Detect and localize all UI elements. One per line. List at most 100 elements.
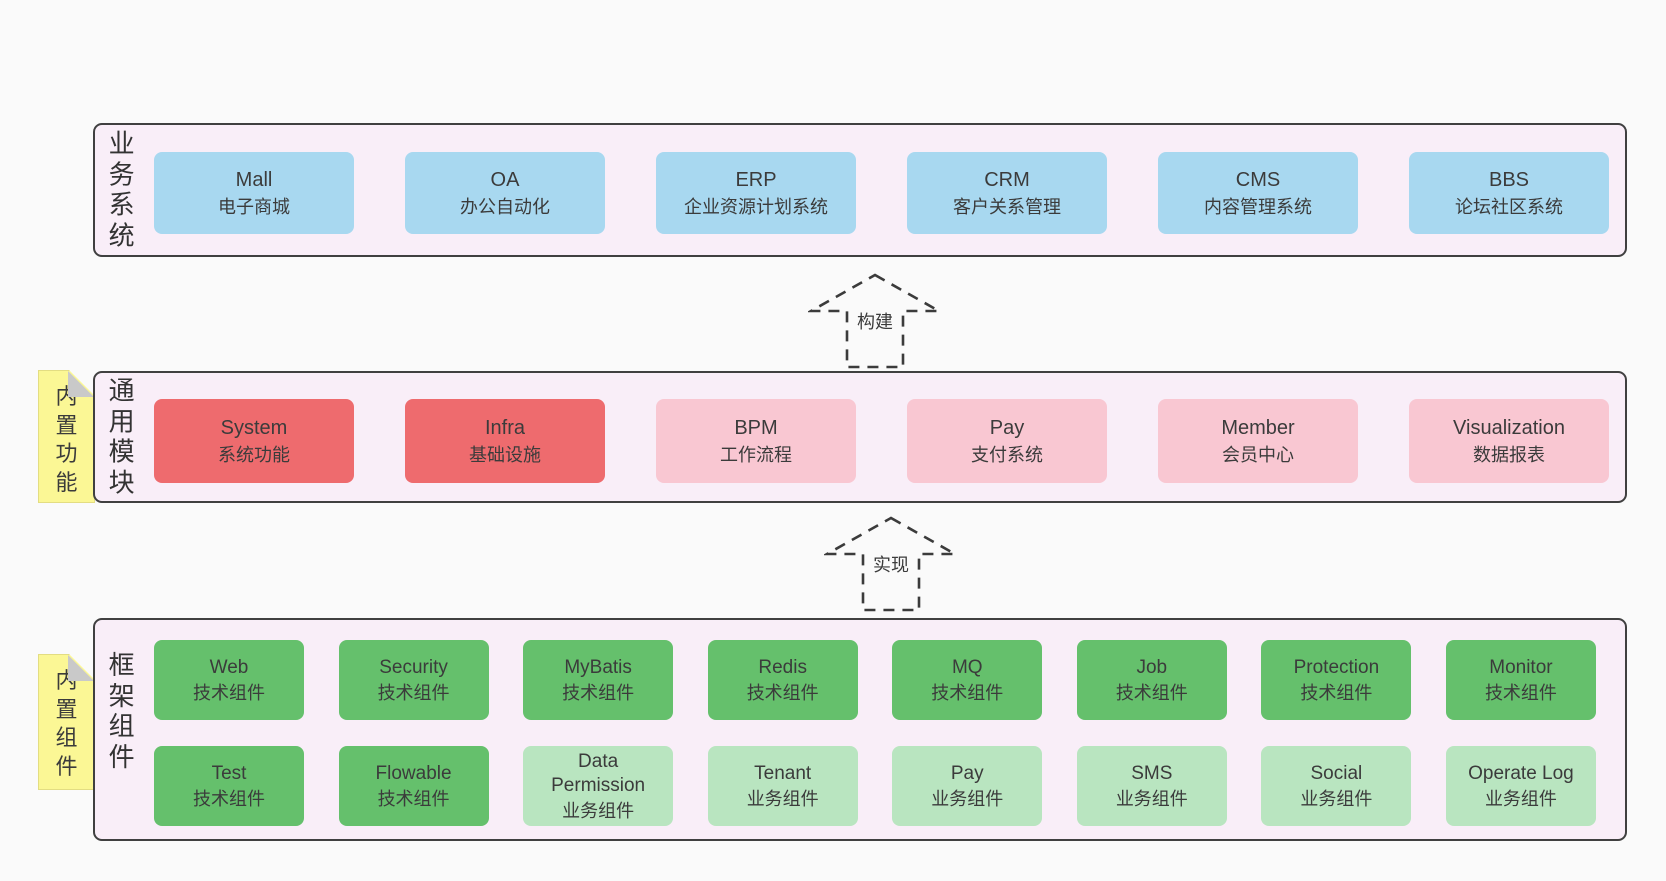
box-pay-module: Pay 支付系统 xyxy=(907,399,1107,483)
box-operate-log: Operate Log 业务组件 xyxy=(1445,746,1596,826)
arrow-build-label: 构建 xyxy=(854,308,896,334)
section-business-systems: 业务系统 Mall 电子商城 OA 办公自动化 ERP 企业资源计划系统 CRM… xyxy=(93,123,1627,257)
box-title: Infra xyxy=(484,416,526,439)
box-mybatis: MyBatis 技术组件 xyxy=(523,640,674,720)
box-title: OA xyxy=(490,168,520,191)
box-title: SMS xyxy=(1131,762,1173,784)
box-title: Data Permission xyxy=(551,751,646,796)
box-pay-component: Pay 业务组件 xyxy=(892,746,1043,826)
box-title: Tenant xyxy=(754,762,812,784)
box-subtitle: 业务组件 xyxy=(746,788,819,809)
box-subtitle: 数据报表 xyxy=(1473,444,1545,465)
box-crm: CRM 客户关系管理 xyxy=(907,152,1107,234)
arrow-up-build: 构建 xyxy=(808,272,942,372)
box-subtitle: 技术组件 xyxy=(1300,682,1373,703)
box-redis: Redis 技术组件 xyxy=(707,640,858,720)
box-title: Member xyxy=(1221,416,1295,439)
box-title: MQ xyxy=(951,656,983,678)
sticky-note-built-in-features: 内置功能 xyxy=(38,370,95,503)
sticky-note-text: 内置组件 xyxy=(55,668,78,779)
section-common-modules: 通用模块 System 系统功能 Infra 基础设施 BPM 工作流程 Pay… xyxy=(93,371,1627,503)
box-social: Social 业务组件 xyxy=(1261,746,1412,826)
box-title: Redis xyxy=(758,656,807,678)
box-title: Test xyxy=(211,762,247,784)
box-subtitle: 技术组件 xyxy=(377,788,450,809)
box-title: Pay xyxy=(989,416,1025,439)
box-title: Protection xyxy=(1293,656,1380,678)
box-title: MyBatis xyxy=(564,656,632,678)
box-subtitle: 技术组件 xyxy=(377,682,450,703)
box-title: BBS xyxy=(1488,168,1530,191)
box-title: Flowable xyxy=(375,762,452,784)
section-label-framework-components: 框架组件 xyxy=(108,650,135,773)
box-title: Job xyxy=(1136,656,1168,678)
box-subtitle: 会员中心 xyxy=(1222,444,1294,465)
box-subtitle: 技术组件 xyxy=(746,682,819,703)
box-cms: CMS 内容管理系统 xyxy=(1158,152,1358,234)
box-title: Mall xyxy=(235,168,273,191)
box-subtitle: 业务组件 xyxy=(931,788,1004,809)
arrow-implement-label: 实现 xyxy=(870,551,912,577)
arrow-up-implement: 实现 xyxy=(824,515,958,615)
box-subtitle: 论坛社区系统 xyxy=(1455,196,1563,217)
box-title: CRM xyxy=(984,168,1030,191)
box-subtitle: 技术组件 xyxy=(1484,682,1557,703)
section-label-common-modules: 通用模块 xyxy=(108,375,135,498)
box-title: System xyxy=(220,416,288,439)
box-bpm: BPM 工作流程 xyxy=(656,399,856,483)
box-subtitle: 电子商城 xyxy=(218,196,290,217)
box-flowable: Flowable 技术组件 xyxy=(338,746,489,826)
folded-corner-icon xyxy=(68,371,94,397)
box-job: Job 技术组件 xyxy=(1076,640,1227,720)
box-subtitle: 技术组件 xyxy=(193,788,265,809)
box-title: Visualization xyxy=(1453,416,1565,439)
box-subtitle: 业务组件 xyxy=(1484,788,1557,809)
box-test: Test 技术组件 xyxy=(154,746,304,826)
box-mall: Mall 电子商城 xyxy=(154,152,354,234)
folded-corner-icon xyxy=(68,655,94,681)
box-system: System 系统功能 xyxy=(154,399,354,483)
box-title: BPM xyxy=(734,416,778,439)
common-modules-row: System 系统功能 Infra 基础设施 BPM 工作流程 Pay 支付系统… xyxy=(154,399,1609,483)
box-title: Pay xyxy=(950,762,984,784)
box-subtitle: 业务组件 xyxy=(562,800,635,821)
section-label-business-systems: 业务系统 xyxy=(108,128,135,251)
box-title: Operate Log xyxy=(1468,762,1574,784)
box-subtitle: 技术组件 xyxy=(1115,682,1188,703)
box-data-permission: Data Permission 业务组件 xyxy=(523,746,674,826)
box-subtitle: 支付系统 xyxy=(971,444,1043,465)
box-sms: SMS 业务组件 xyxy=(1076,746,1227,826)
box-subtitle: 系统功能 xyxy=(218,444,290,465)
box-security: Security 技术组件 xyxy=(338,640,489,720)
box-bbs: BBS 论坛社区系统 xyxy=(1409,152,1609,234)
box-title: Web xyxy=(209,656,249,678)
box-subtitle: 技术组件 xyxy=(562,682,635,703)
box-title: Security xyxy=(379,656,448,678)
box-tenant: Tenant 业务组件 xyxy=(707,746,858,826)
box-title: CMS xyxy=(1235,168,1281,191)
box-subtitle: 业务组件 xyxy=(1115,788,1188,809)
box-title: Monitor xyxy=(1489,656,1553,678)
box-web: Web 技术组件 xyxy=(154,640,304,720)
box-title: Social xyxy=(1310,762,1363,784)
box-subtitle: 技术组件 xyxy=(193,682,265,703)
box-infra: Infra 基础设施 xyxy=(405,399,605,483)
box-subtitle: 内容管理系统 xyxy=(1204,196,1312,217)
sticky-note-text: 内置功能 xyxy=(55,384,78,495)
sticky-note-built-in-components: 内置组件 xyxy=(38,654,95,790)
box-oa: OA 办公自动化 xyxy=(405,152,605,234)
box-mq: MQ 技术组件 xyxy=(892,640,1043,720)
box-subtitle: 客户关系管理 xyxy=(953,196,1061,217)
framework-row-2: Test 技术组件 Flowable 技术组件 Data Permission … xyxy=(154,746,1596,826)
box-subtitle: 技术组件 xyxy=(931,682,1004,703)
box-subtitle: 业务组件 xyxy=(1300,788,1373,809)
box-visualization: Visualization 数据报表 xyxy=(1409,399,1609,483)
box-subtitle: 办公自动化 xyxy=(460,196,550,217)
box-title: ERP xyxy=(735,168,777,191)
box-subtitle: 工作流程 xyxy=(720,444,792,465)
business-systems-row: Mall 电子商城 OA 办公自动化 ERP 企业资源计划系统 CRM 客户关系… xyxy=(154,152,1609,234)
box-monitor: Monitor 技术组件 xyxy=(1445,640,1596,720)
box-member: Member 会员中心 xyxy=(1158,399,1358,483)
box-protection: Protection 技术组件 xyxy=(1261,640,1412,720)
box-subtitle: 企业资源计划系统 xyxy=(684,196,828,217)
